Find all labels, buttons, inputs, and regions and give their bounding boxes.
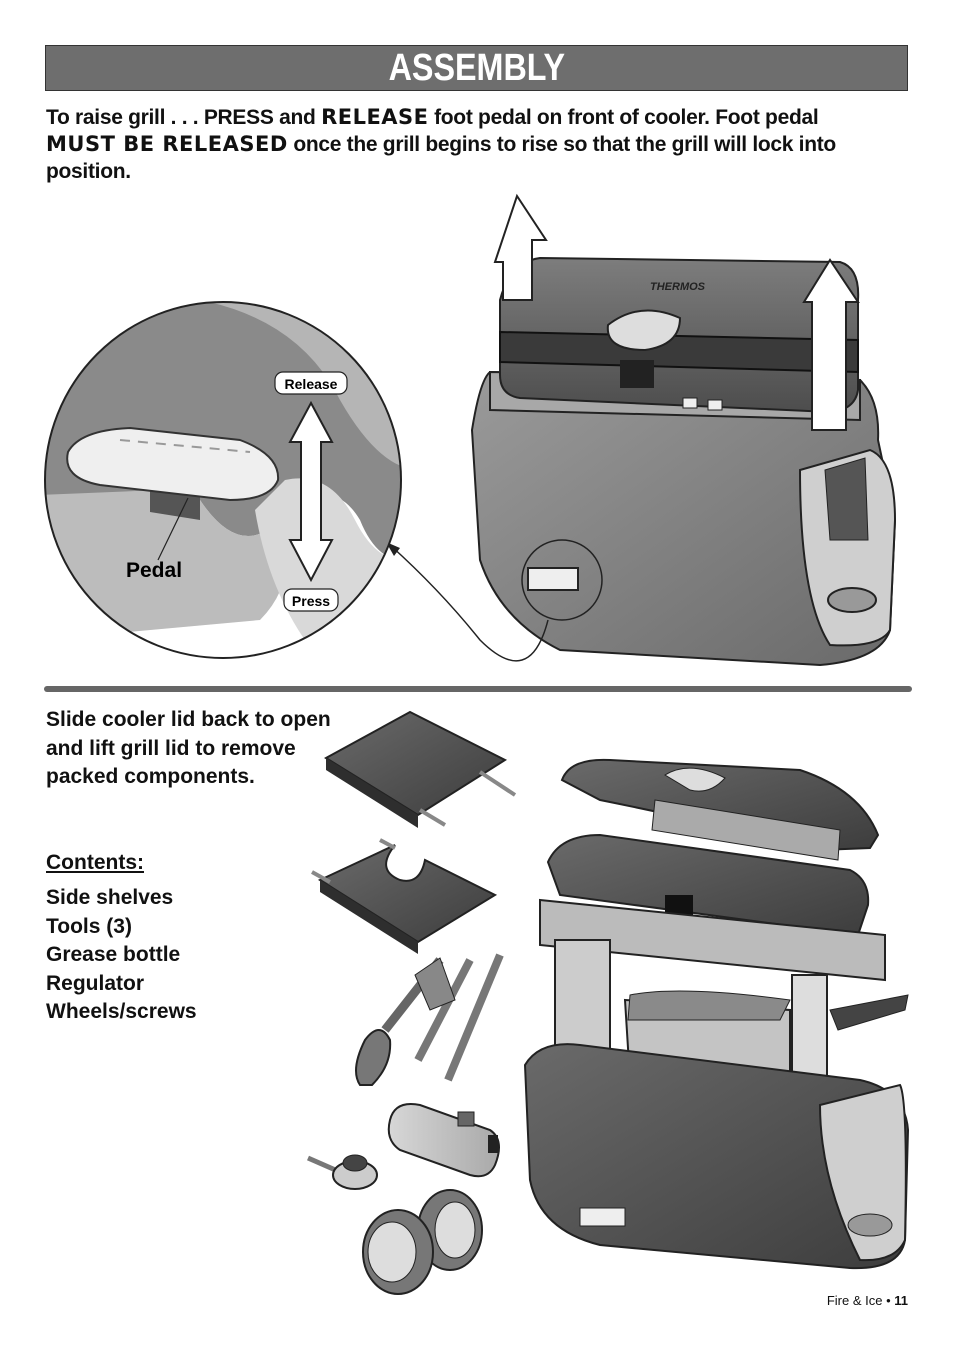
footer-product: Fire & Ice •: [826, 1293, 895, 1308]
press-label: Press: [292, 593, 330, 609]
list-item: Tools (3): [46, 914, 132, 938]
raise-grill-instructions: To raise grill . . . PRESS and RELEASE f…: [46, 104, 876, 185]
list-item: Regulator: [46, 971, 145, 995]
press-label-box: [283, 588, 339, 612]
regulator-illustration: [306, 1154, 378, 1190]
intro-part3: once the grill begins to rise so that th…: [46, 133, 836, 183]
grease-bottle-illustration: [387, 1103, 500, 1178]
double-arrow-icon: [288, 400, 334, 583]
up-arrow-icon: [802, 258, 860, 431]
brand-mark: THERMOS: [650, 281, 706, 293]
page-title: ASSEMBLY: [388, 46, 565, 89]
pedal-pointer-line: [157, 497, 189, 561]
pedal-highlight-circle: [521, 539, 603, 621]
list-item: Wheels/screws: [46, 1000, 197, 1023]
release-label: Release: [285, 376, 338, 392]
callout-connector-line: [389, 544, 549, 662]
list-item: Grease bottle: [46, 943, 181, 966]
intro-part1: To raise grill . . . PRESS and: [46, 106, 322, 129]
contents-heading: Contents:: [46, 851, 144, 874]
release-emphasis: RELEASE: [321, 105, 429, 129]
wheels-illustration: [362, 1189, 483, 1295]
open-lid-instruction: Slide cooler lid back to open and lift g…: [46, 708, 331, 788]
page-footer: Fire & Ice • 11: [790, 1293, 908, 1308]
section-title-bar: ASSEMBLY: [45, 45, 908, 91]
intro-part2: foot pedal on front of cooler. Foot peda…: [428, 106, 819, 129]
up-arrow-icon: [493, 193, 548, 301]
tools-illustration: [355, 953, 504, 1086]
grill-cooler-illustration: THERMOS: [470, 256, 897, 667]
section-divider: [44, 686, 912, 692]
page-number: 11: [894, 1293, 908, 1308]
contents-list: Side shelves Tools (3) Grease bottle Reg…: [46, 884, 197, 1027]
release-label-box: [274, 371, 348, 395]
list-item: Side shelves: [46, 886, 174, 909]
pedal-label: Pedal: [126, 559, 182, 582]
must-be-released-emphasis: MUST BE RELEASED: [46, 132, 288, 156]
foot-pedal-figure: THERMOS Release Press Pedal: [44, 193, 897, 667]
open-grill-cooler-illustration: [523, 758, 910, 1270]
